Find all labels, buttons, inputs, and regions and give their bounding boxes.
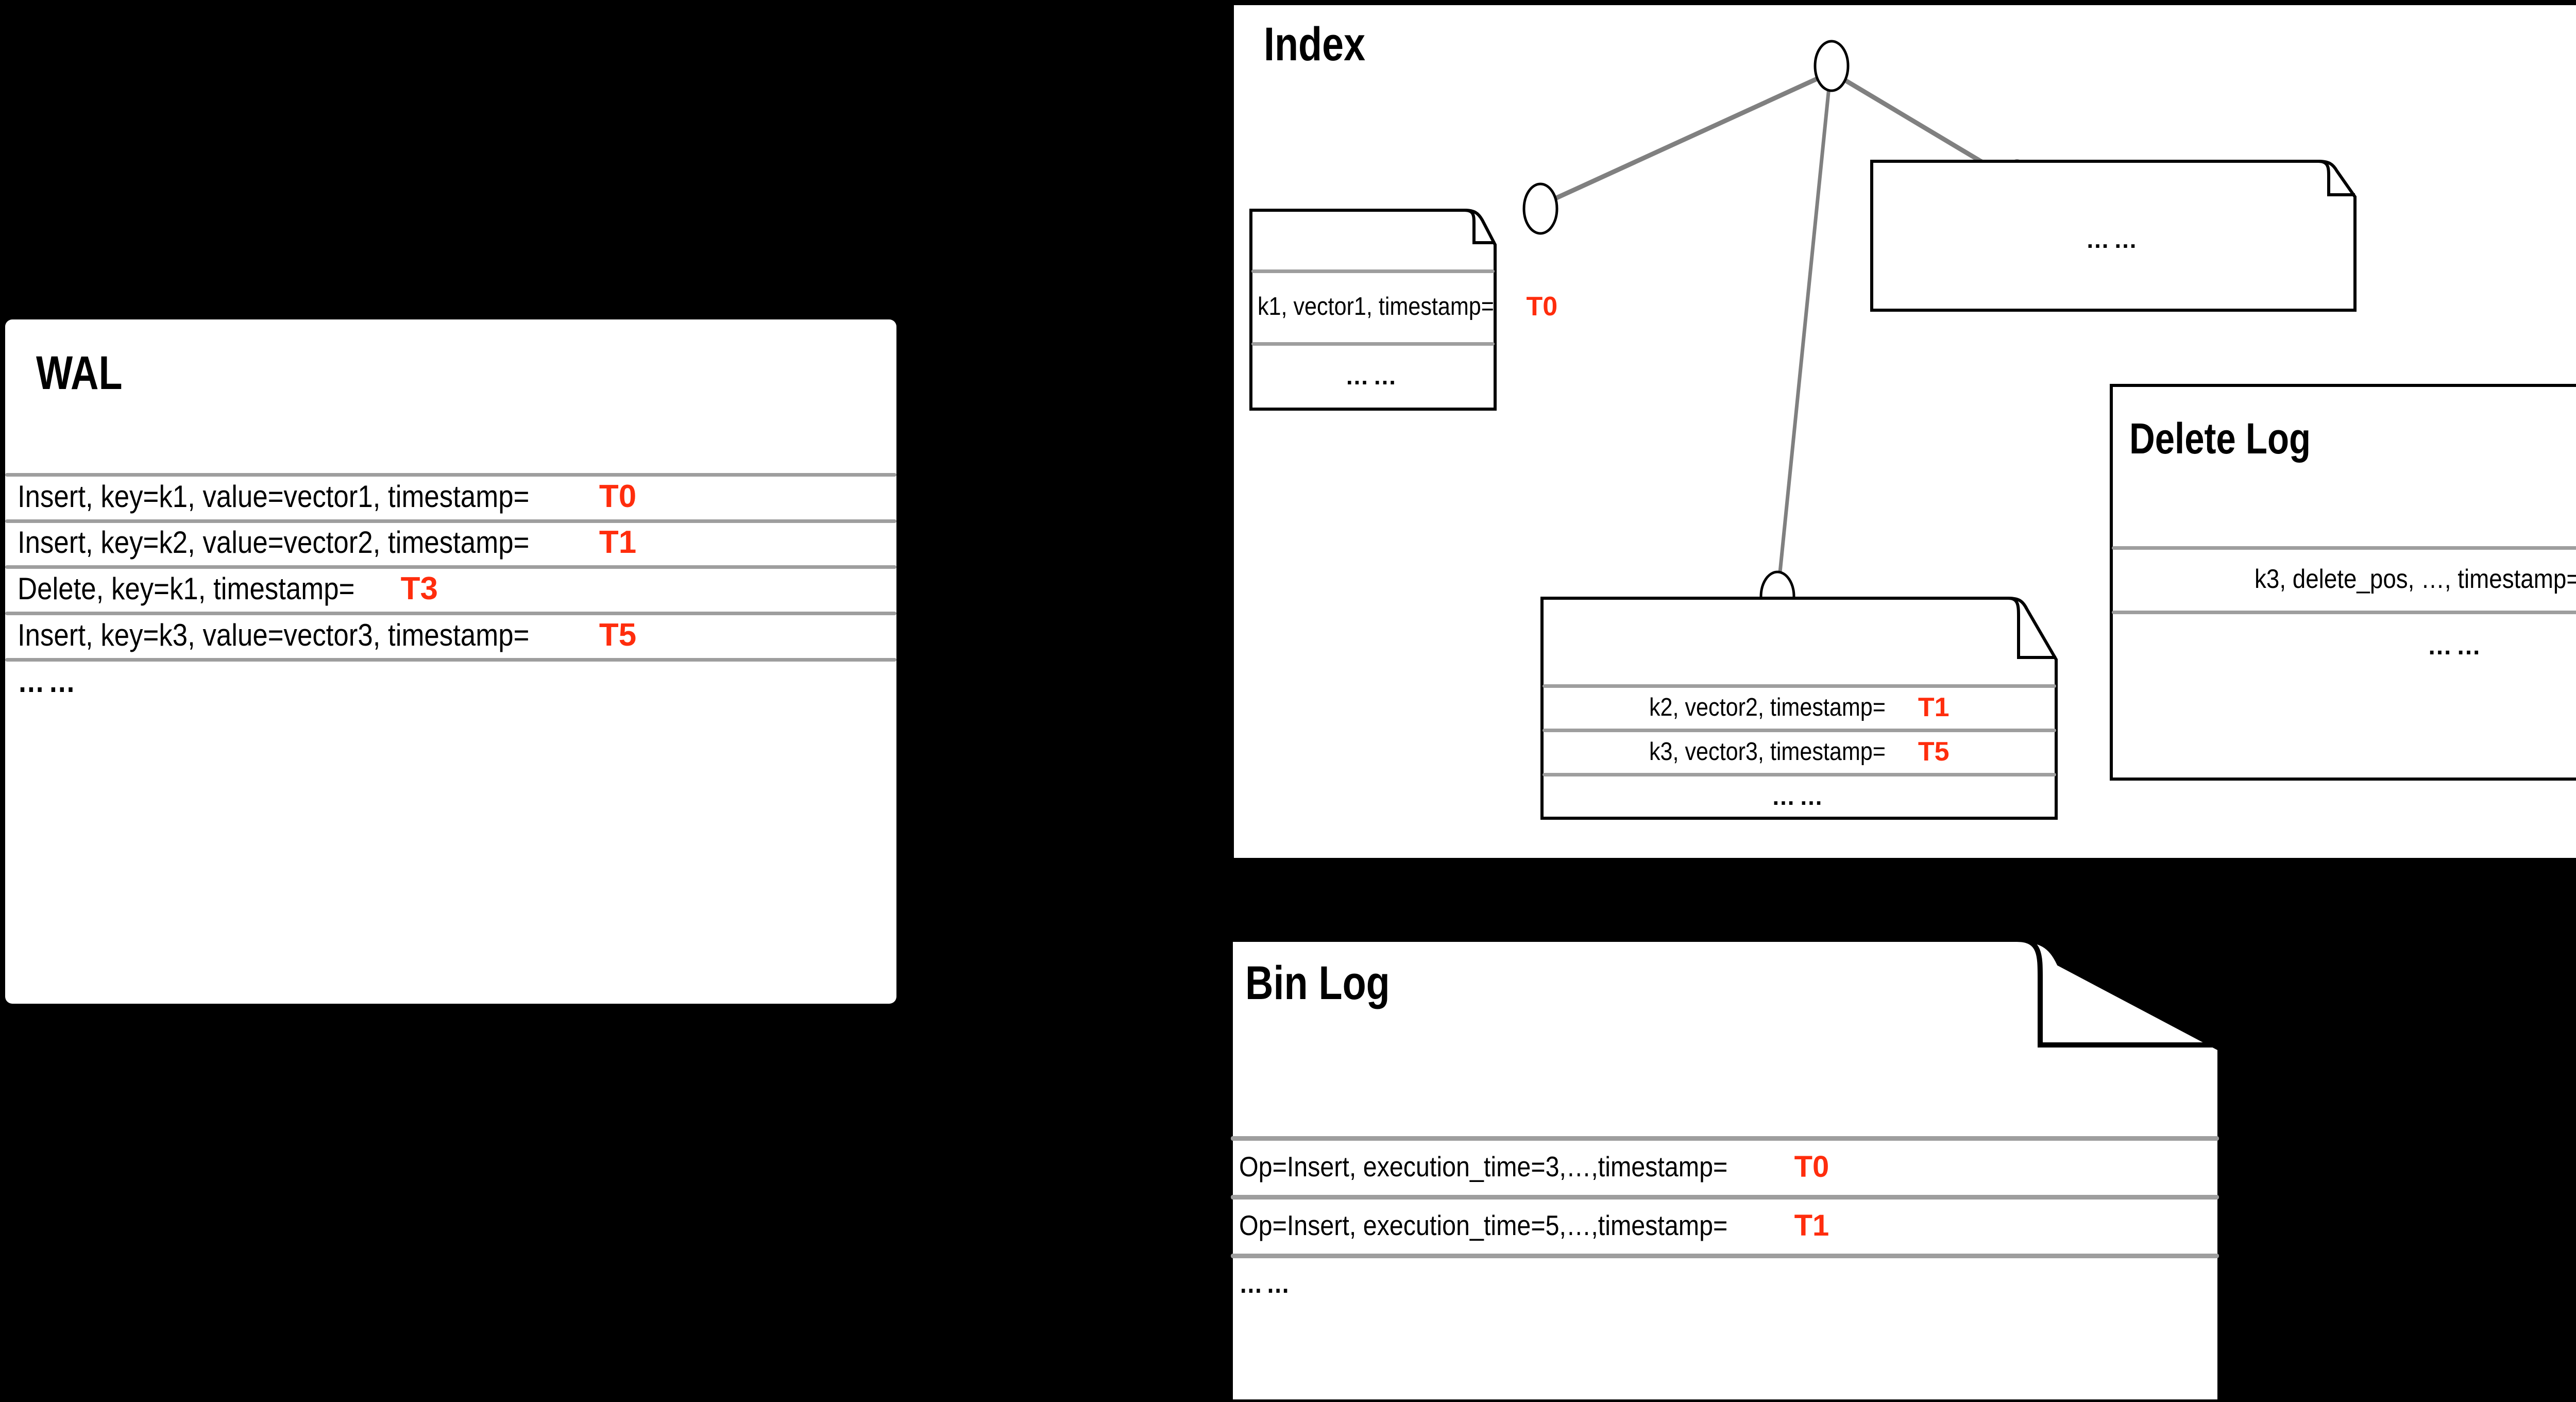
card-row: ……: [1870, 216, 2357, 263]
leaf-card-k2-k3: k2, vector2, timestamp= T1 k3, vector3, t…: [1540, 597, 2058, 877]
binlog-row-timestamp: T0: [1794, 1150, 1829, 1184]
wal-row-text: Delete, key=k1, timestamp=: [18, 571, 355, 606]
index-title: Index: [1264, 18, 1366, 71]
card-row-timestamp: T0: [1526, 292, 1558, 322]
tree-child-node-left: [1522, 182, 1558, 235]
card-divider: [1251, 269, 1495, 273]
binlog-divider-3: [1231, 1254, 2219, 1258]
wal-row: ……: [18, 658, 893, 704]
card-row: ……: [1249, 344, 1497, 408]
card-row-text: ……: [2086, 226, 2142, 253]
card-divider: [1543, 684, 2056, 688]
leaf-card-k1: k1, vector1, timestamp= T0 ……: [1249, 209, 1557, 411]
card-divider: [1543, 729, 2056, 732]
card-divider: [2112, 611, 2576, 614]
binlog-divider-1: [1231, 1136, 2219, 1141]
card-row-text: k3, delete_pos, …, timestamp=: [2255, 564, 2576, 594]
card-row-text: ……: [1771, 783, 1827, 810]
card-divider: [1543, 773, 2056, 776]
wal-row: Delete, key=k1, timestamp= T3: [18, 565, 893, 612]
binlog-row: Op=Insert, execution_time=5,…,timestamp=…: [1239, 1197, 2213, 1254]
wal-divider-5: [5, 658, 896, 662]
binlog-divider-2: [1231, 1195, 2219, 1200]
index-panel: Index k1, vector1, timestamp= T0 ……: [1234, 5, 2576, 858]
wal-row-timestamp: T0: [599, 478, 637, 514]
binlog-row: ……: [1239, 1256, 2213, 1312]
wal-row-timestamp: T5: [599, 617, 637, 653]
card-row: ……: [2110, 613, 2576, 680]
delete-log-card: Delete Log k3, delete_pos, …, timestamp=…: [2110, 384, 2576, 781]
bin-log-title: Bin Log: [1245, 957, 1390, 1009]
wal-divider-1: [5, 473, 896, 477]
card-divider: [2112, 546, 2576, 550]
wal-divider-3: [5, 565, 896, 569]
tree-root-node: [1814, 40, 1850, 92]
card-row: k1, vector1, timestamp= T0: [1258, 272, 1557, 342]
wal-divider-2: [5, 519, 896, 523]
wal-row-text: ……: [18, 664, 79, 699]
card-row-timestamp: T1: [1918, 692, 1950, 722]
wal-row: Insert, key=k3, value=vector3, timestamp…: [18, 612, 893, 658]
binlog-row-timestamp: T1: [1794, 1208, 1829, 1242]
card-row-text: ……: [2427, 632, 2485, 660]
wal-row-timestamp: T3: [400, 570, 438, 606]
wal-row-timestamp: T1: [599, 525, 637, 560]
wal-row-text: Insert, key=k2, value=vector2, timestamp…: [18, 525, 530, 560]
wal-row: Insert, key=k2, value=vector2, timestamp…: [18, 519, 893, 565]
binlog-row-text: Op=Insert, execution_time=5,…,timestamp=: [1239, 1209, 1728, 1241]
card-row-text: k1, vector1, timestamp=: [1258, 293, 1494, 320]
wal-divider-4: [5, 612, 896, 615]
bin-log-panel: Bin Log Op=Insert, execution_time=3,…,ti…: [1229, 938, 2222, 1402]
binlog-row: Op=Insert, execution_time=3,…,timestamp=…: [1239, 1138, 2213, 1195]
leaf-card-ellipsis: ……: [1870, 160, 2357, 312]
wal-panel: WAL Insert, key=k1, value=vector1, times…: [5, 319, 896, 1004]
card-row: ……: [1540, 775, 2058, 818]
binlog-row-text: Op=Insert, execution_time=3,…,timestamp=: [1239, 1151, 1728, 1183]
card-row: k3, vector3, timestamp= T5: [1540, 731, 2058, 773]
wal-row-text: Insert, key=k3, value=vector3, timestamp…: [18, 617, 530, 652]
binlog-row-text: ……: [1239, 1269, 1294, 1299]
card-row: k3, delete_pos, …, timestamp=T3: [2110, 548, 2576, 610]
card-row-timestamp: T5: [1918, 737, 1950, 767]
card-row-text: ……: [1345, 362, 1401, 390]
card-row-text: k2, vector2, timestamp=: [1649, 694, 1886, 721]
wal-row-text: Insert, key=k1, value=vector1, timestamp…: [18, 479, 530, 514]
wal-row: Insert, key=k1, value=vector1, timestamp…: [18, 473, 893, 519]
card-row: k2, vector2, timestamp= T1: [1540, 686, 2058, 729]
wal-title: WAL: [36, 347, 123, 399]
card-row-text: k3, vector3, timestamp=: [1649, 738, 1886, 766]
card-divider: [1251, 342, 1495, 346]
delete-log-title: Delete Log: [2129, 414, 2311, 463]
